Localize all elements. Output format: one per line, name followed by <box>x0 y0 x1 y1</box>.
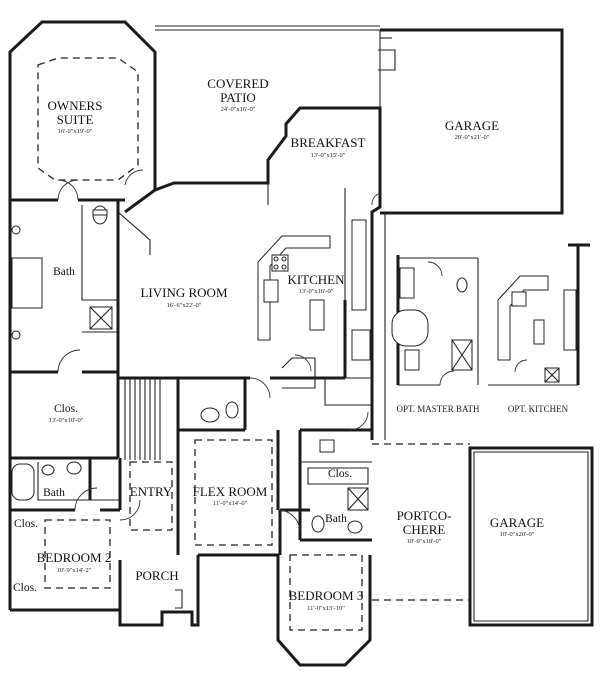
room-labels: OWNERS SUITE 16'-0"x19'-0" COVERED PATIO… <box>13 76 569 612</box>
owners-suite-label-2: SUITE <box>57 112 94 127</box>
breakfast-dim: 13'-0"x15'-0" <box>311 152 346 159</box>
bedroom-2-dim: 10'-9"x14'-2" <box>57 567 92 574</box>
bath-3-label: Bath <box>325 513 347 525</box>
portcochere-label: PORTCO- <box>397 508 452 523</box>
bedroom-3-dim: 11'-0"x13'-10" <box>307 605 345 612</box>
flex-room-dim: 11'-0"x14'-0" <box>213 500 248 507</box>
garage-2-label: GARAGE <box>490 515 544 530</box>
portcochere-dim: 10'-0"x18'-0" <box>407 538 442 545</box>
opt-master-bath-label: OPT. MASTER BATH <box>396 404 480 414</box>
exterior-walls <box>8 20 594 667</box>
option-details <box>391 243 590 386</box>
portcochere-label-2: CHERE <box>403 522 446 537</box>
living-room-label: LIVING ROOM <box>140 285 227 300</box>
garage-dim: 20'-0"x21'-0" <box>455 134 490 141</box>
flex-room-label: FLEX ROOM <box>193 484 268 499</box>
owners-suite-dim: 16'-0"x19'-0" <box>58 128 93 135</box>
closet-bedroom-2-top-label: Clos. <box>14 518 38 530</box>
ceiling-outlines <box>37 57 363 631</box>
breakfast-label: BREAKFAST <box>291 135 366 150</box>
fixtures <box>11 205 371 609</box>
bedroom-3-label: BEDROOM 3 <box>289 588 364 603</box>
garage-2-dim: 10'-0"x20'-0" <box>500 531 535 538</box>
kitchen-label: KITCHEN <box>287 272 345 287</box>
kitchen-dim: 13'-0"x16'-0" <box>299 288 334 295</box>
covered-patio-label-2: PATIO <box>220 90 256 105</box>
owners-bath-label: Bath <box>53 266 75 278</box>
porch-label: PORCH <box>135 568 178 583</box>
opt-kitchen-label: OPT. KITCHEN <box>508 404 569 414</box>
owners-closet-label: Clos. <box>54 403 78 415</box>
garage-label: GARAGE <box>445 118 499 133</box>
owners-closet-dim: 13'-0"x10'-0" <box>49 417 84 424</box>
covered-patio-label: COVERED <box>207 76 268 91</box>
covered-patio-dim: 24'-0"x16'-0" <box>221 106 256 113</box>
closet-3-label: Clos. <box>328 468 352 480</box>
door-swings <box>57 169 381 533</box>
entry-label: ENTRY <box>130 484 173 499</box>
interior-walls <box>10 183 373 555</box>
bedroom-2-label: BEDROOM 2 <box>37 550 112 565</box>
bath-2-label: Bath <box>43 487 65 499</box>
owners-suite-label: OWNERS <box>48 98 103 113</box>
living-room-dim: 16'-6"x22'-0" <box>167 302 202 309</box>
closet-bedroom-2-bottom-label: Clos. <box>13 582 37 594</box>
